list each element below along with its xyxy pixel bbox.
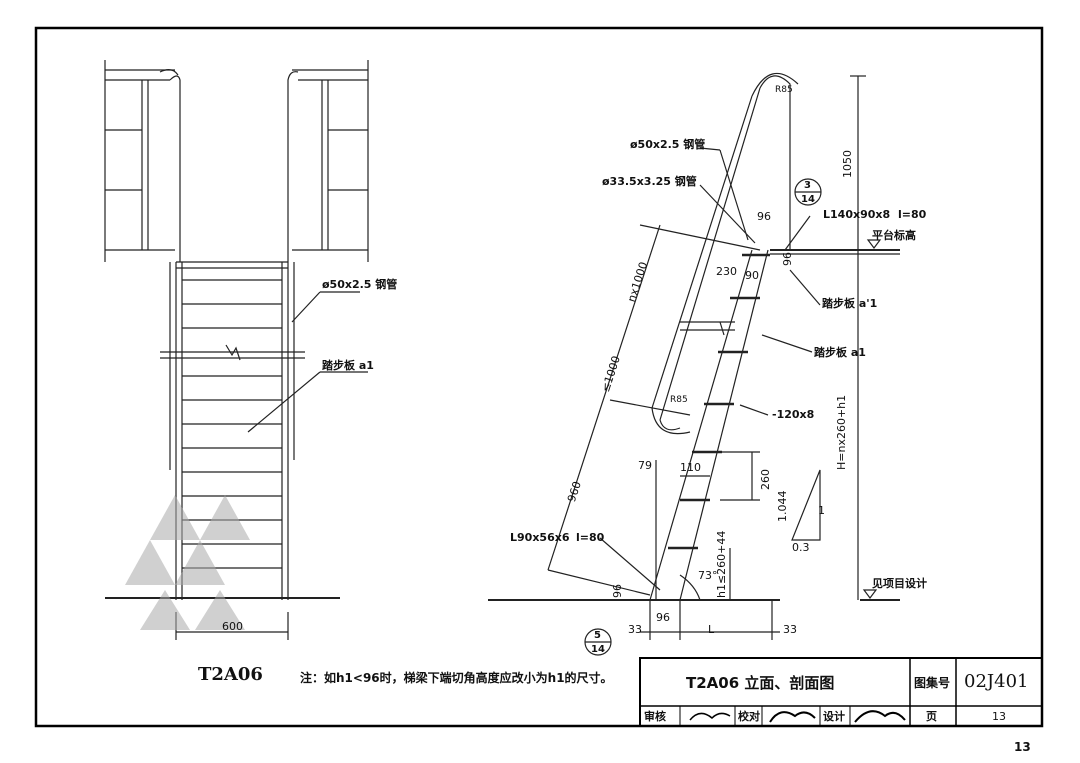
angle-top-label: L140x90x8 <box>823 208 891 221</box>
page-number: 13 <box>992 710 1006 723</box>
drawing-note: 注：如h1<96时，梯梁下端切角高度应改小为h1的尺寸。 <box>300 671 613 685</box>
callout-bottom-den: 14 <box>591 644 605 655</box>
callout-top-den: 14 <box>801 194 815 205</box>
slope-1044: 1.044 <box>776 490 789 523</box>
dim-110: 110 <box>680 461 701 474</box>
right-rail-pipe-label: ø50x2.5 钢管 <box>630 138 706 151</box>
dim-79: 79 <box>638 459 652 472</box>
callout-top-num: 3 <box>804 180 811 191</box>
page-label: 页 <box>926 710 937 723</box>
right-section-view <box>488 72 900 656</box>
drawing-frame <box>34 26 1044 728</box>
atlas-number: 02J401 <box>964 671 1029 692</box>
dim-96-base: 96 <box>656 611 670 624</box>
atlas-label: 图集号 <box>914 676 951 690</box>
tread-a1-label: 踏步板 a1 <box>814 346 866 359</box>
left-dim-600: 600 <box>222 620 243 633</box>
dim-90: 90 <box>745 269 759 282</box>
review-label: 审核 <box>644 710 666 723</box>
drawing-title: T2A06 立面、剖面图 <box>686 674 835 692</box>
right-post-pipe-label: ø33.5x3.25 钢管 <box>602 175 697 188</box>
dim-96-top: 96 <box>757 210 771 223</box>
slope-03: 0.3 <box>792 541 810 554</box>
slope-1: 1 <box>818 504 825 517</box>
watermark-pattern <box>125 495 250 630</box>
tread-a1-prime-label: 踏步板 a'1 <box>822 297 878 310</box>
design-label: 设计 <box>823 710 845 723</box>
angle-top-length: l=80 <box>898 208 927 221</box>
dim-33-left: 33 <box>628 623 642 636</box>
footer-page-number: 13 <box>1014 740 1031 754</box>
angle-bottom-length: l=80 <box>576 531 605 544</box>
height-formula: H=nx260+h1 <box>835 394 848 470</box>
platform-level-label: 平台标高 <box>872 229 916 242</box>
angle-bottom-label: L90x56x6 <box>510 531 570 544</box>
dim-96-side: 96 <box>781 252 794 266</box>
title-block <box>639 657 1043 727</box>
radius-mid-label: R85 <box>670 395 688 405</box>
left-view-title: T2A06 <box>198 664 263 685</box>
dim-h1: h1≤260+44 <box>715 530 728 598</box>
left-tread-label: 踏步板 a1 <box>322 359 374 372</box>
callout-bottom-num: 5 <box>594 630 601 641</box>
dim-96-bottom: 96 <box>611 584 624 598</box>
flat-bar-label: -120x8 <box>772 408 815 421</box>
radius-top-label: R85 <box>775 85 793 95</box>
dim-260: 260 <box>759 469 772 490</box>
left-rail-pipe-label: ø50x2.5 钢管 <box>322 278 398 291</box>
dim-33-right: 33 <box>783 623 797 636</box>
check-label: 校对 <box>738 710 760 723</box>
dim-L: L <box>708 623 715 636</box>
dim-1050: 1050 <box>841 150 854 178</box>
left-elevation-view <box>104 60 369 640</box>
see-project-label: 见项目设计 <box>872 577 927 590</box>
angle-73-label: 73° <box>698 569 718 582</box>
dim-230: 230 <box>716 265 737 278</box>
